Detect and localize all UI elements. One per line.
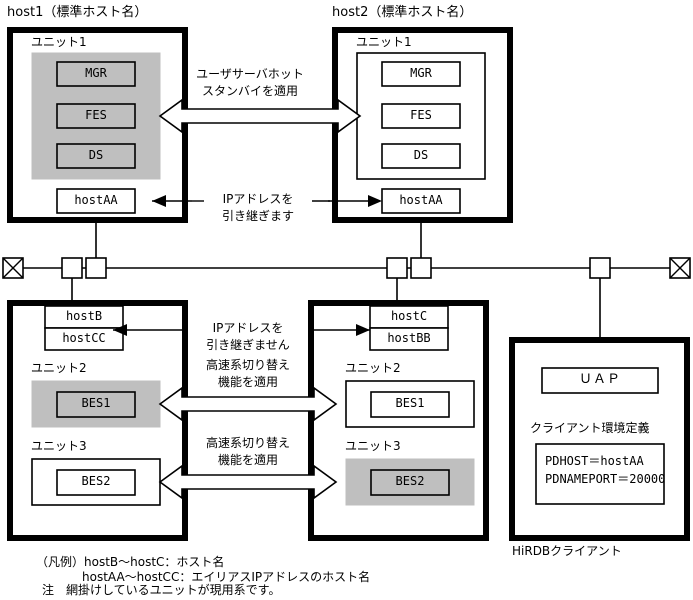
- ip-not-inherit-arrowhead-left: [113, 324, 127, 336]
- ip-inherit-annotation-line2: 引き継ぎます: [221, 209, 294, 223]
- host3-unit3-label: ユニット3: [31, 439, 87, 453]
- host4-alias-box: [369, 327, 449, 351]
- ip-inherit-annotation-line1: IPアドレスを: [204, 192, 312, 207]
- host2-server-ds-label: DS: [413, 148, 429, 162]
- host4-unit3-server-label: BES2: [395, 474, 425, 488]
- host3-alias-label: hostCC: [62, 331, 106, 345]
- hot-standby-annotation-line2: スタンバイを適用: [201, 84, 298, 98]
- host2-server-mgr-label: MGR: [410, 66, 432, 80]
- bus-tap-host3: [61, 257, 83, 279]
- client-env-title: クライアント環境定義: [530, 421, 650, 435]
- host1-server-mgr-box: [56, 61, 136, 87]
- host4-hostname-label: hostC: [390, 309, 428, 323]
- hot-standby-block-arrow: [158, 98, 362, 134]
- client-uap-box: [541, 367, 659, 394]
- host2-title: host2（標準ホスト名）: [332, 5, 473, 20]
- host3-unit3-server-label: BES2: [81, 474, 111, 488]
- fast-switch-unit2-annotation-line1: 高速系切り替え: [205, 358, 290, 372]
- host2-server-mgr-box: [381, 61, 461, 87]
- fast-switch-unit3-block-arrow: [158, 464, 338, 500]
- bus-tap-host2: [410, 257, 432, 279]
- host1-alias-box: [56, 188, 136, 214]
- host3-unit2-label: ユニット2: [31, 361, 87, 375]
- client-caption: HiRDBクライアント: [512, 544, 622, 558]
- ip-not-inherit-annotation-line1: IPアドレスを: [188, 321, 308, 336]
- host4-unit3-server-box: [370, 469, 450, 496]
- fast-switch-unit2-block-arrow: [158, 386, 338, 422]
- host3-alias-box: [44, 327, 124, 351]
- host1-server-fes-box: [56, 103, 136, 129]
- ip-inherit-arrowhead-left: [152, 195, 166, 207]
- host1-server-fes-label: FES: [85, 108, 107, 122]
- host2-server-fes-box: [381, 103, 461, 129]
- fast-switch-unit2-annotation-line2: 機能を適用: [217, 375, 278, 389]
- fast-switch-unit3-annotation-line2: 機能を適用: [217, 453, 278, 467]
- host4-unit3-label: ユニット3: [345, 439, 401, 453]
- client-uap-label: ＵＡＰ: [578, 372, 621, 387]
- host4-unit2-label: ユニット2: [345, 361, 401, 375]
- host3-hostname-label: hostB: [65, 309, 103, 323]
- legend-line-1: （凡例）hostB〜hostC：ホスト名: [36, 555, 225, 569]
- bus-tap-client: [589, 257, 611, 279]
- host1-unit1-label: ユニット1: [31, 35, 87, 49]
- host4-unit2-server-box: [370, 391, 450, 418]
- host2-alias-box: [381, 188, 461, 214]
- host1-server-mgr-label: MGR: [85, 66, 107, 80]
- bus-tap-host1: [85, 257, 107, 279]
- client-env-box: [535, 443, 665, 505]
- host1-server-ds-label: DS: [88, 148, 104, 162]
- host2-unit1-label: ユニット1: [356, 35, 412, 49]
- host1-alias-label: hostAA: [74, 193, 118, 207]
- host2-alias-label: hostAA: [399, 193, 443, 207]
- host2-server-ds-box: [381, 143, 461, 169]
- fast-switch-unit3-annotation-line1: 高速系切り替え: [205, 436, 290, 450]
- bus-terminator-right-x2: [669, 257, 691, 279]
- ip-inherit-arrowhead-right: [368, 195, 382, 207]
- host2-server-fes-label: FES: [410, 108, 432, 122]
- hot-standby-annotation-line1: ユーザサーバホット: [196, 67, 304, 81]
- host4-unit2-server-label: BES1: [395, 396, 425, 410]
- ip-not-inherit-annotation-line2: 引き継ぎません: [206, 338, 290, 352]
- host3-unit3-server-box: [56, 469, 136, 496]
- legend-line-2: hostAA〜hostCC：エイリアスIPアドレスのホスト名: [82, 570, 371, 584]
- bus-tap-host4: [386, 257, 408, 279]
- legend-line-3: 注 網掛けしているユニットが現用系です。: [42, 583, 281, 597]
- host3-unit2-server-box: [56, 391, 136, 418]
- host1-server-ds-box: [56, 143, 136, 169]
- client-env-pdhost: PDHOST＝hostAA: [545, 454, 644, 468]
- host1-title: host1（標準ホスト名）: [7, 5, 148, 20]
- host3-unit2-server-label: BES1: [81, 396, 111, 410]
- ip-not-inherit-arrowhead-right: [356, 324, 370, 336]
- host4-alias-label: hostBB: [387, 331, 431, 345]
- client-env-pdnameport: PDNAMEPORT＝20000: [545, 472, 666, 486]
- bus-terminator-left-x2: [2, 257, 24, 279]
